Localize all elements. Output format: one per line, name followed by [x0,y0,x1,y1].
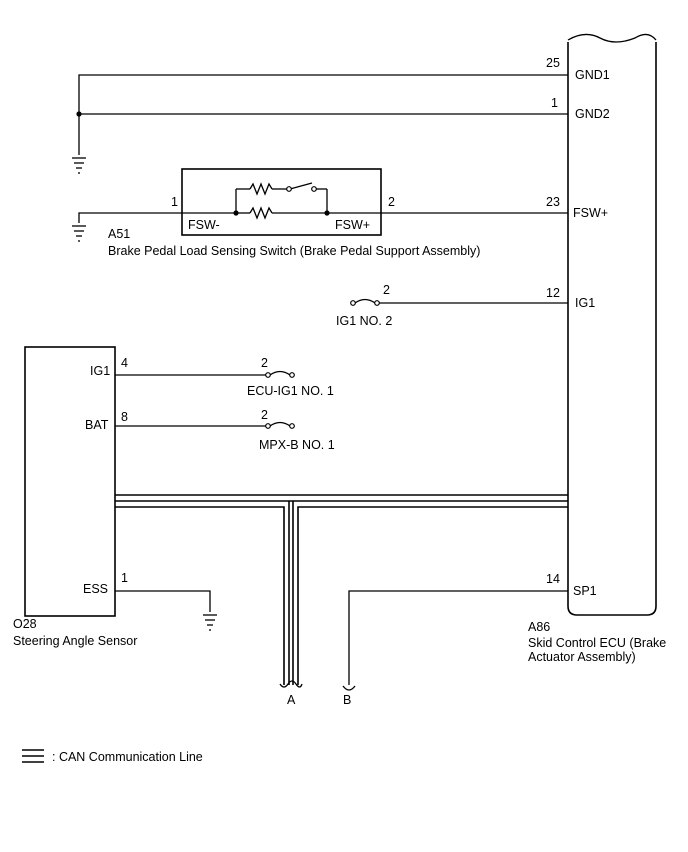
switch-contact [286,186,292,192]
splice-point [76,111,82,117]
ecu-name-line1: Skid Control ECU (Brake [528,636,666,650]
splice-point [233,210,239,216]
ecu-pin-label-ig1: IG1 [575,296,595,310]
ecu-body [567,42,657,616]
switch-internal-circuit [182,182,381,220]
fuse-ig1-no2-label: IG1 NO. 2 [336,314,392,328]
ecu-code: A86 [528,620,550,634]
sp1-wire [348,590,568,685]
fuse-mpx-b-no1-label: MPX-B NO. 1 [259,438,335,452]
sensor-pin-num-bat: 8 [121,410,128,424]
sensor-pin-num-ess: 1 [121,571,128,585]
ground-symbol [72,157,86,174]
switch-pin2-num: 2 [388,195,395,209]
switch-ground-wire [78,212,182,223]
ecu-name-line2: Actuator Assembly) [528,650,636,664]
switch-term-right: FSW+ [335,218,370,232]
ground-symbol [203,614,217,631]
switch-pin1-num: 1 [171,195,178,209]
splice-point [324,210,330,216]
ecu-break-mark [567,33,657,43]
sensor-pin-label-ig1: IG1 [90,364,110,378]
fuse-ecu-ig1-no1-label: ECU-IG1 NO. 1 [247,384,334,398]
sensor-pin-num-ig1: 4 [121,356,128,370]
switch-name: Brake Pedal Load Sensing Switch (Brake P… [108,244,480,258]
ess-ground-wire [115,590,211,612]
switch-contact [311,186,317,192]
ecu-pin-label-gnd2: GND2 [575,107,610,121]
sensor-pin-label-ess: ESS [83,582,108,596]
connector-a-label: A [287,693,296,707]
fuse-mpx-b-no1 [265,421,295,429]
fuse-ig1-no2-pin: 2 [383,283,390,297]
ecu-pin-label-fsw: FSW+ [573,206,608,220]
sensor-code: O28 [13,617,37,631]
sensor-body [24,346,116,617]
ecu-pin-num-gnd1: 25 [546,56,560,70]
legend-text: : CAN Communication Line [52,750,203,764]
switch-code: A51 [108,227,130,241]
connector-a-break [279,680,303,688]
ecu-pin-label-sp1: SP1 [573,584,597,598]
fuse-ig1-no2 [350,298,380,306]
switch-body [181,168,382,236]
ecu-pin-num-sp1: 14 [546,572,560,586]
sensor-pin-label-bat: BAT [85,418,109,432]
connector-b-break [342,685,356,691]
fuse-ecu-ig1-no1 [265,370,295,378]
connector-b-label: B [343,693,351,707]
can-bus-lines [115,494,568,685]
ecu-pin-num-fsw: 23 [546,195,560,209]
switch-term-left: FSW- [188,218,220,232]
ground-symbol [72,225,86,242]
fuse-ecu-ig1-no1-pin: 2 [261,356,268,370]
ecu-pin-num-ig1: 12 [546,286,560,300]
can-line-legend-icon [22,749,44,763]
sensor-name: Steering Angle Sensor [13,634,137,648]
fuse-mpx-b-no1-pin: 2 [261,408,268,422]
ecu-pin-label-gnd1: GND1 [575,68,610,82]
ecu-pin-num-gnd2: 1 [551,96,558,110]
gnd1-wire [78,74,568,155]
